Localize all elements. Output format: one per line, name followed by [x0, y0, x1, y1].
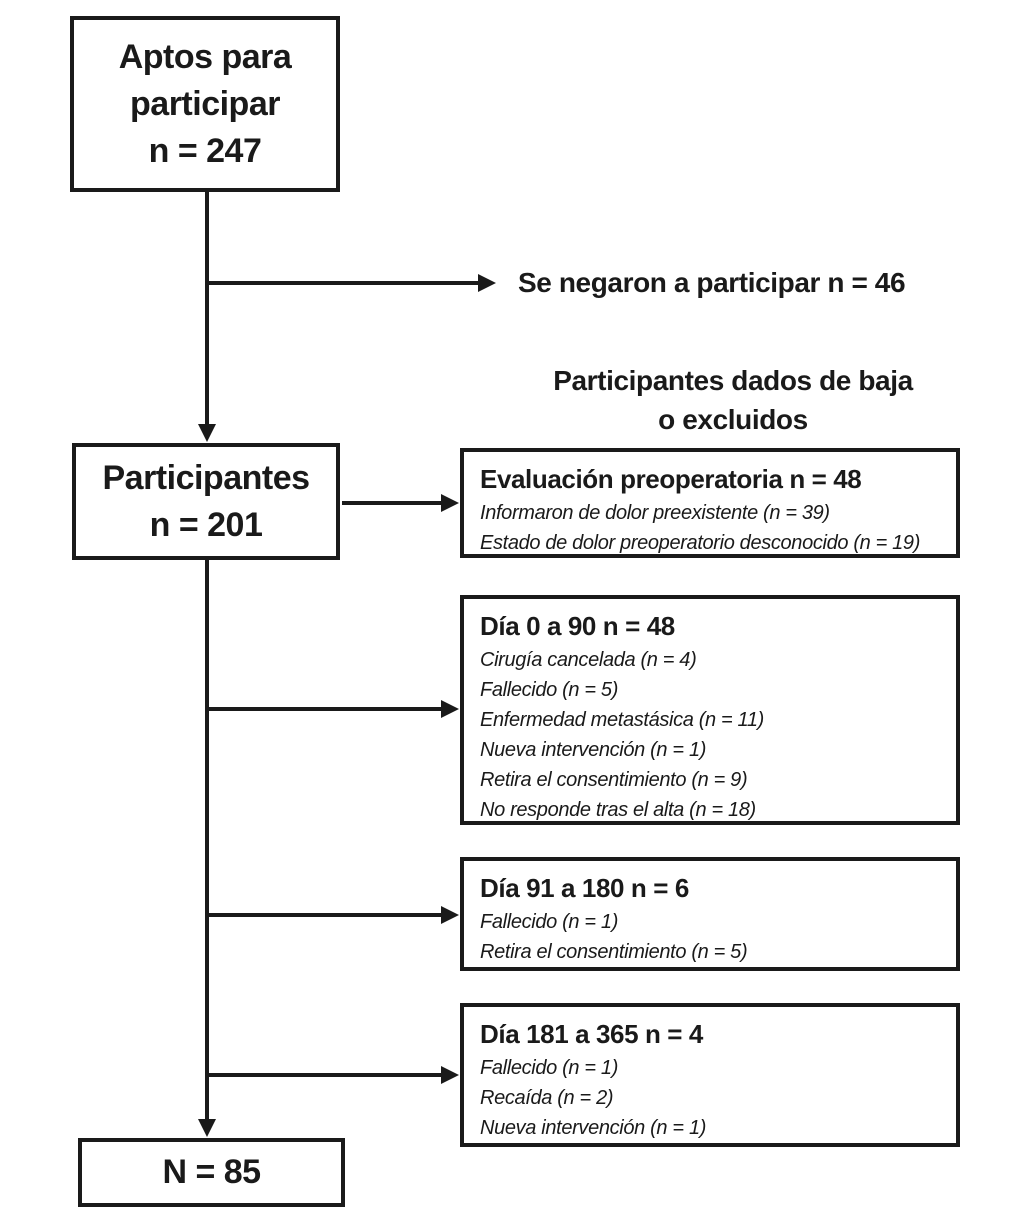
participants-box: Participantes n = 201: [72, 443, 340, 560]
eligible-box: Aptos para participar n = 247: [70, 16, 340, 192]
participants-line1: Participantes: [102, 458, 310, 497]
exclusion-day0-90-title: Día 0 a 90 n = 48: [480, 611, 675, 641]
withdrawn-header-line2: o excluidos: [658, 404, 808, 435]
exclusion-item: Nueva intervención (n = 1): [480, 1117, 707, 1139]
exclusion-item: Enfermedad metastásica (n = 11): [480, 709, 764, 731]
arrow-to-exclusion-day0-90: [207, 700, 459, 718]
exclusion-item: Fallecido (n = 5): [480, 679, 619, 701]
exclusion-day91-180-title: Día 91 a 180 n = 6: [480, 873, 689, 903]
withdrawn-header-line1: Participantes dados de baja: [553, 365, 913, 396]
participants-count: n = 201: [149, 505, 263, 544]
exclusion-item: Nueva intervención (n = 1): [480, 739, 707, 761]
arrow-to-declined-label: [207, 274, 496, 292]
exclusion-box-day0-90: Día 0 a 90 n = 48 Cirugía cancelada (n =…: [460, 595, 960, 825]
arrow-eligible-to-participants: [198, 192, 216, 442]
arrow-to-exclusion-day91-180: [207, 906, 459, 924]
arrow-participants-to-final: [198, 560, 216, 1137]
exclusion-item: Estado de dolor preoperatorio desconocid…: [480, 532, 921, 554]
exclusion-day181-365-title: Día 181 a 365 n = 4: [480, 1019, 703, 1049]
exclusion-item: Recaída (n = 2): [480, 1087, 614, 1109]
exclusion-item: Cirugía cancelada (n = 4): [480, 649, 697, 671]
exclusion-box-day91-180: Día 91 a 180 n = 6 Fallecido (n = 1) Ret…: [460, 857, 960, 971]
withdrawn-header: Participantes dados de baja o excluidos: [483, 361, 983, 439]
eligible-line1: Aptos para: [118, 37, 292, 76]
exclusion-item: No responde tras el alta (n = 18): [480, 799, 756, 821]
exclusion-box-preop: Evaluación preoperatoria n = 48 Informar…: [460, 448, 960, 558]
exclusion-item: Informaron de dolor preexistente (n = 39…: [480, 502, 830, 524]
exclusion-item: Fallecido (n = 1): [480, 1057, 619, 1079]
arrow-to-exclusion-preop: [342, 494, 459, 512]
exclusion-box-day181-365: Día 181 a 365 n = 4 Fallecido (n = 1) Re…: [460, 1003, 960, 1147]
eligible-count: n = 247: [148, 131, 262, 170]
eligible-line2: participar: [130, 84, 280, 123]
declined-label: Se negaron a participar n = 46: [518, 267, 906, 298]
exclusion-item: Fallecido (n = 1): [480, 911, 619, 933]
exclusion-preop-title: Evaluación preoperatoria n = 48: [480, 464, 862, 494]
exclusion-item: Retira el consentimiento (n = 5): [480, 941, 748, 963]
final-count: N = 85: [162, 1153, 261, 1191]
final-count-box: N = 85: [78, 1138, 345, 1207]
arrow-to-exclusion-day181-365: [207, 1066, 459, 1084]
exclusion-item: Retira el consentimiento (n = 9): [480, 769, 748, 791]
